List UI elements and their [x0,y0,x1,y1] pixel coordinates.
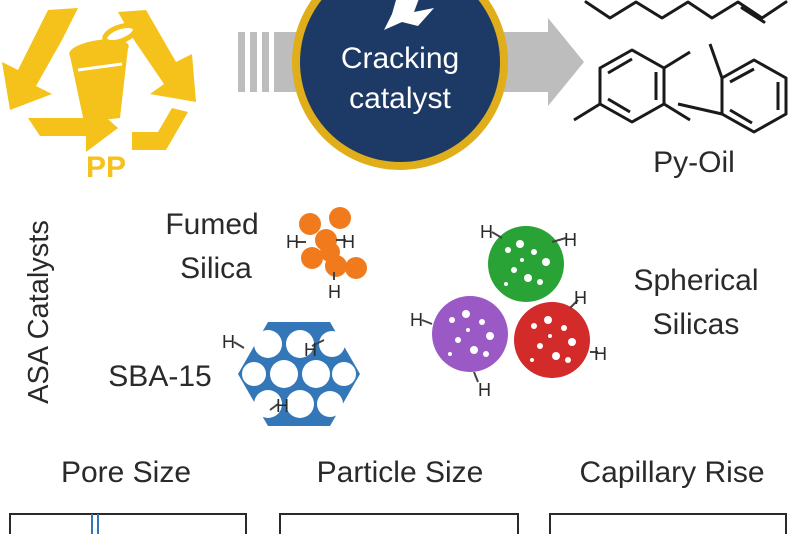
hydrogen-label: H [304,340,317,360]
sphere-green [488,226,567,302]
hydrogen-label: H [286,232,299,252]
catalyst-label-line1: Cracking [341,42,459,75]
feedstock-label: PP [86,151,126,184]
sphere-purple [421,296,508,383]
cracking-catalyst-badge: Cracking catalyst [292,0,508,170]
hydrogen-label: H [276,396,289,416]
sba15-hexagon [233,322,360,426]
catalyst-label-line2: catalyst [349,82,451,115]
hydrogen-label: H [574,288,587,308]
spherical-label-line1: Spherical [633,264,758,297]
fumed-label-line2: Silica [180,252,252,285]
hydrogen-label: H [594,344,607,364]
capillary-rise-panel [549,513,787,534]
hydrogen-label: H [328,282,341,302]
product-label: Py-Oil [653,146,735,179]
fumed-silica-bonds [296,239,346,280]
capillary-rise-label: Capillary Rise [579,456,764,489]
sphere-red [514,299,598,378]
trimethylbenzene-molecule [573,48,691,124]
hydrogen-label: H [564,230,577,250]
hydrogen-label: H [480,222,493,242]
particle-size-panel [279,513,519,534]
spherical-label-line2: Silicas [653,308,740,341]
hydrogen-label: H [222,332,235,352]
hydrogen-label: H [342,232,355,252]
alkene-molecule [584,0,788,24]
hydrogen-label: H [478,380,491,400]
xylene-molecule [677,43,788,134]
pore-size-panel [9,513,247,534]
spark-icon [384,0,434,30]
fumed-silica-particles [299,207,367,279]
cup-icon [69,22,138,122]
sba15-label: SBA-15 [108,360,211,393]
fumed-label-line1: Fumed [165,208,258,241]
pore-size-label: Pore Size [61,456,191,489]
particle-size-label: Particle Size [317,456,484,489]
hydrogen-label: H [410,310,423,330]
asa-catalysts-label: ASA Catalysts [23,220,55,404]
process-arrow-right [500,18,584,106]
